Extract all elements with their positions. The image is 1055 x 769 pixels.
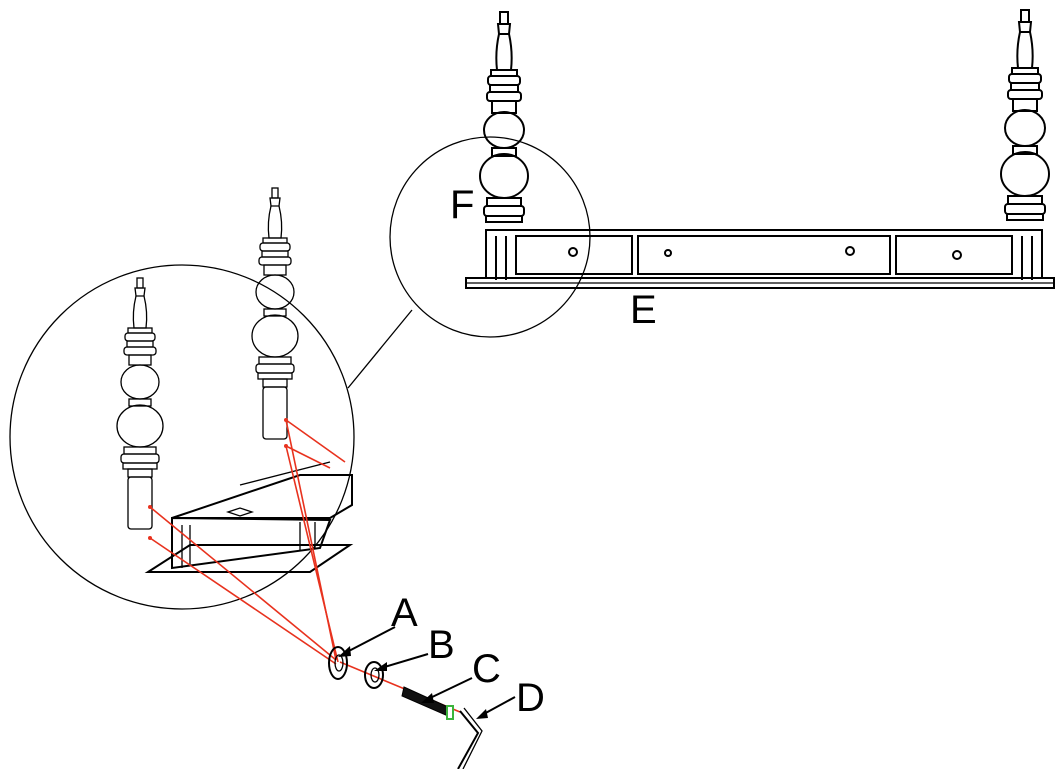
detail-circle-f [389, 136, 591, 338]
washer-a [328, 646, 348, 680]
guide-lines [148, 418, 461, 713]
label-b: B [428, 623, 455, 667]
detail-leg-left [116, 277, 164, 530]
label-a: A [391, 591, 418, 635]
detail-circle-enlarged [9, 264, 355, 610]
detail-leg-right [251, 187, 299, 440]
table-leg-left [479, 11, 529, 223]
leader-arrows [338, 626, 516, 719]
label-f: F [450, 183, 474, 227]
corner-bracket-detail [144, 461, 354, 573]
table-leg-right [1000, 9, 1050, 221]
label-c: C [472, 647, 501, 691]
label-e: E [630, 288, 657, 332]
label-d: D [516, 676, 545, 720]
table-frame [465, 229, 1055, 289]
allen-key-d [457, 707, 483, 769]
detail-connector-line [347, 309, 413, 389]
lock-washer-b [364, 661, 384, 689]
